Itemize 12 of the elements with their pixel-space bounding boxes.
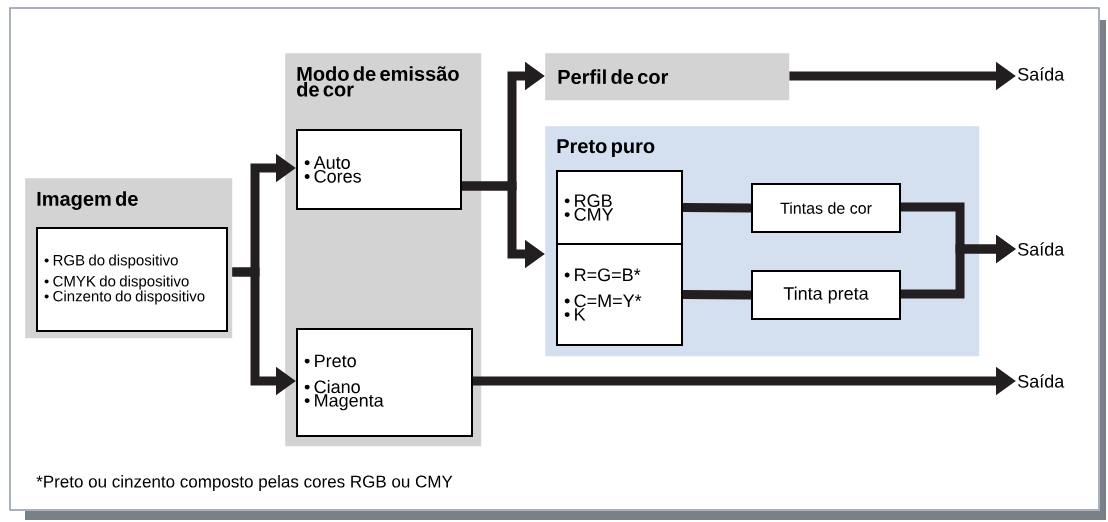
output-label: Saída: [1018, 374, 1065, 388]
output-label: Saída: [1018, 67, 1065, 81]
footnote: *Preto ou cinzento composto pelas cores RGB ou CMY: [36, 475, 453, 491]
process-box: Tintas de cor: [751, 183, 901, 233]
output-label: Saída: [1018, 242, 1065, 256]
process-box: • RGB • CMY: [556, 170, 683, 245]
process-box: • RGB do dispositivo • CMYK do dispositivo • Cinzento do dispositivo: [36, 227, 228, 332]
process-box: • Preto • Ciano • Magenta: [296, 328, 473, 437]
process-box: • Auto • Cores: [296, 129, 462, 210]
process-box: • R=G=B* • C=M=Y* • K: [556, 243, 683, 346]
process-band: Perfil de cor: [545, 53, 790, 101]
process-box: Tinta preta: [751, 270, 901, 320]
